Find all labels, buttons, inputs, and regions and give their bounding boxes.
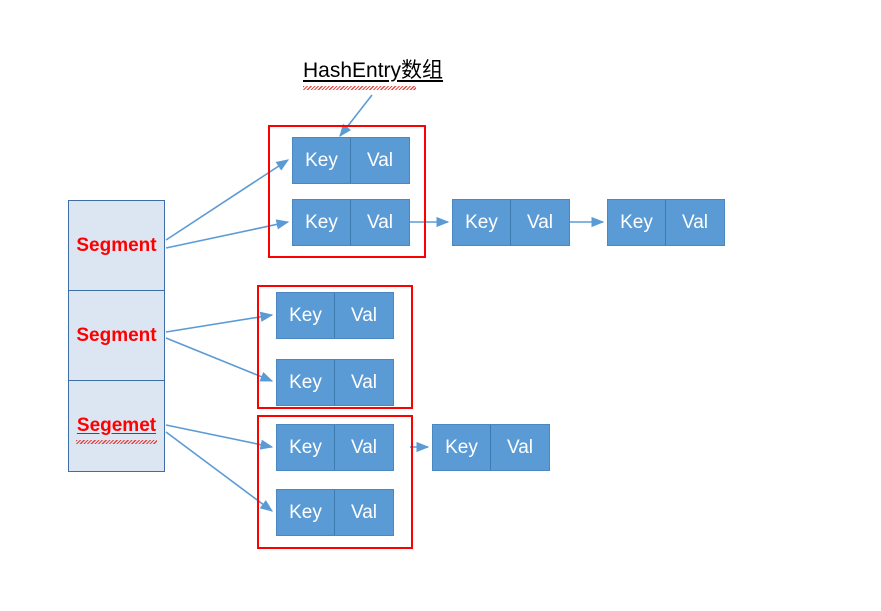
segment-cell-2[interactable]: Segemet — [68, 380, 165, 472]
entry-key-label: Key — [433, 425, 491, 470]
hashentry-array-frame-3 — [257, 415, 413, 549]
segment-column: Segment Segment Segemet — [68, 200, 165, 472]
entry-g0-chain-0[interactable]: Key Val — [452, 199, 570, 246]
entry-g2-chain-0[interactable]: Key Val — [432, 424, 550, 471]
entry-key-label: Key — [293, 138, 351, 183]
segment-label-1: Segment — [76, 324, 157, 346]
entry-val-label: Val — [681, 211, 709, 233]
entry-g1-1[interactable]: Key Val — [276, 359, 394, 406]
entry-key-label: Key — [277, 360, 335, 405]
entry-val-label: Val — [506, 436, 534, 458]
segment-cell-0[interactable]: Segment — [68, 200, 165, 291]
entry-val-label: Val — [350, 371, 378, 393]
entry-g0-1[interactable]: Key Val — [292, 199, 410, 246]
entry-val-label: Val — [526, 211, 554, 233]
entry-val-label: Val — [350, 304, 378, 326]
entry-val-label: Val — [350, 436, 378, 458]
entry-val-label: Val — [366, 149, 394, 171]
hashentry-array-frame-2 — [257, 285, 413, 409]
segment-label-0: Segment — [76, 234, 157, 256]
diagram-title: HashEntry数组 — [303, 59, 444, 82]
entry-key-label: Key — [277, 293, 335, 338]
hashentry-array-frame-1 — [268, 125, 426, 258]
spellcheck-squiggle-title — [303, 86, 416, 90]
entry-key-label: Key — [277, 490, 335, 535]
entry-val-label: Val — [350, 501, 378, 523]
entry-g2-0[interactable]: Key Val — [276, 424, 394, 471]
entry-g0-chain-1[interactable]: Key Val — [607, 199, 725, 246]
entry-key-label: Key — [293, 200, 351, 245]
segment-label-2: Segemet — [75, 415, 158, 444]
entry-key-label: Key — [277, 425, 335, 470]
entry-g2-1[interactable]: Key Val — [276, 489, 394, 536]
entry-key-label: Key — [453, 200, 511, 245]
entry-g1-0[interactable]: Key Val — [276, 292, 394, 339]
segment-cell-1[interactable]: Segment — [68, 290, 165, 381]
entry-g0-0[interactable]: Key Val — [292, 137, 410, 184]
entry-key-label: Key — [608, 200, 666, 245]
entry-val-label: Val — [366, 211, 394, 233]
